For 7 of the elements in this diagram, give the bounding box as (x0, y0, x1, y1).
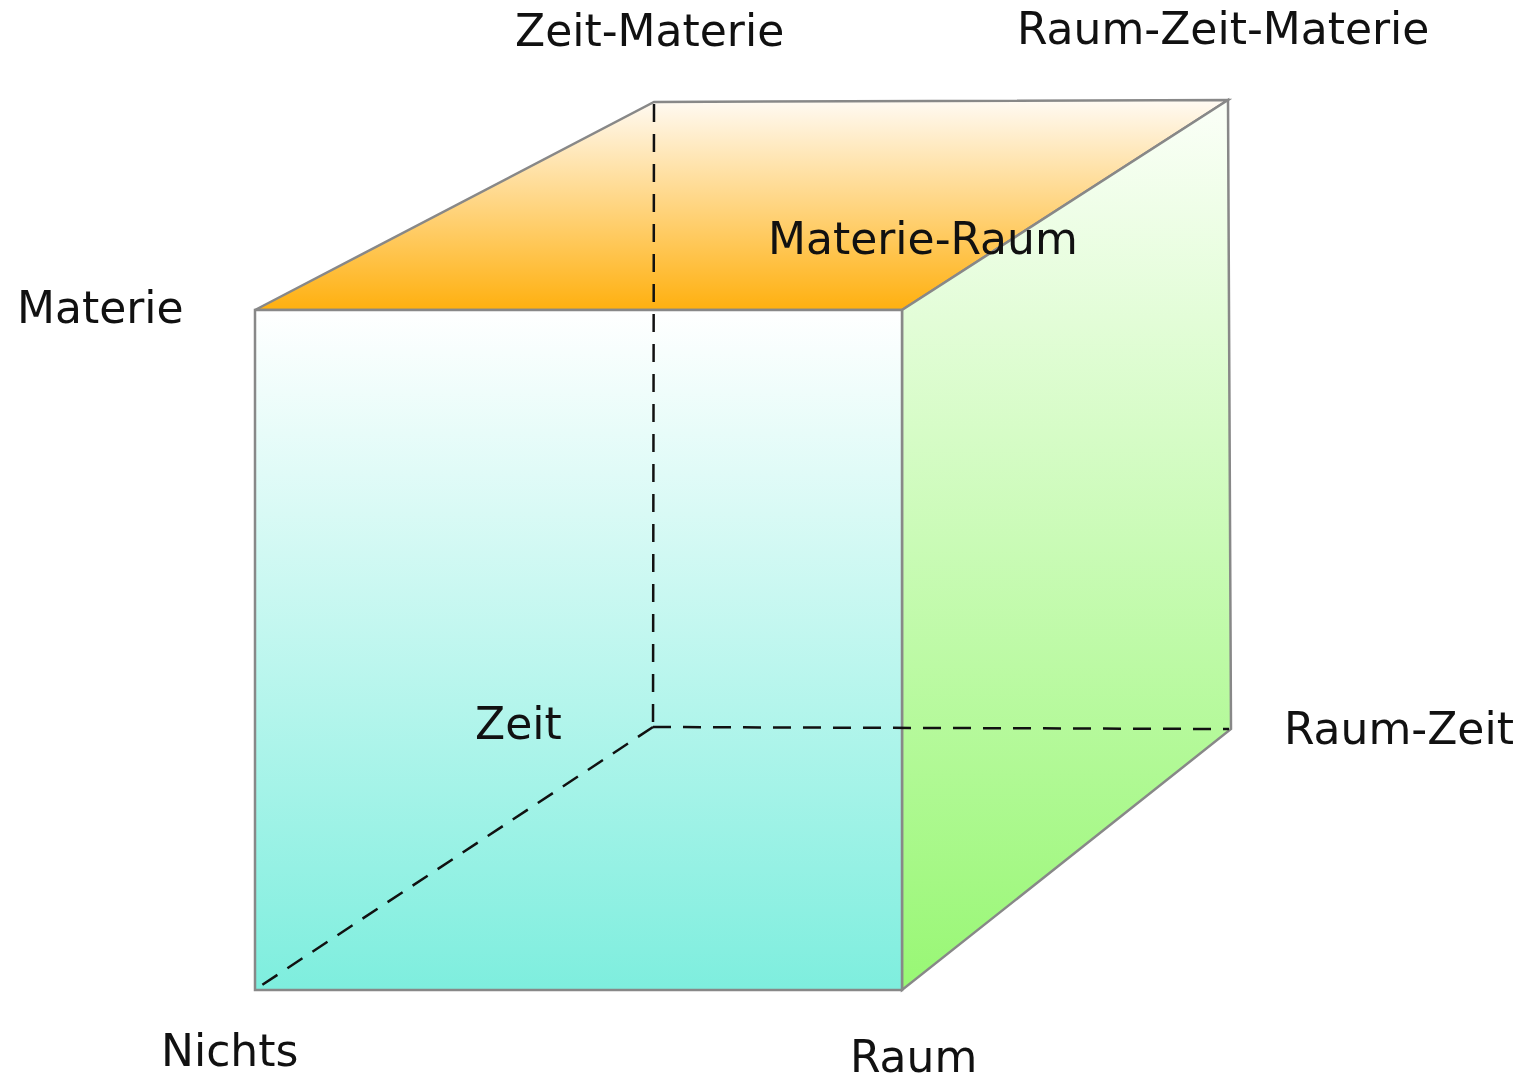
vertex-label: Raum (850, 1032, 978, 1081)
vertex-label: Raum-Zeit (1284, 704, 1514, 755)
vertex-label: Nichts (161, 1026, 299, 1077)
vertex-label: Raum-Zeit-Materie (1017, 4, 1430, 55)
vertex-label: Materie (17, 283, 184, 334)
vertex-label: Zeit (475, 699, 562, 750)
vertex-label: Zeit-Materie (515, 6, 785, 57)
